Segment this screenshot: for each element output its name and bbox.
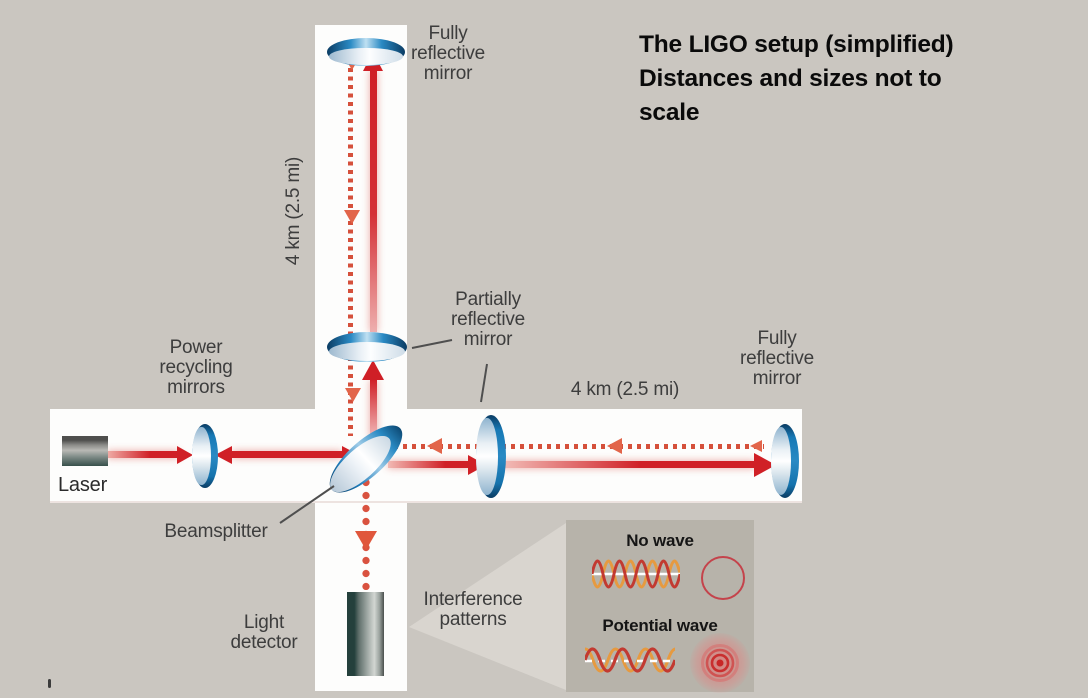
right-arrowhead-icon [177, 446, 193, 464]
mirror-face [328, 342, 406, 362]
label-line: mirrors [167, 377, 225, 398]
fully-reflective-mirror-top [327, 38, 405, 66]
label-line: Fully [757, 328, 797, 349]
recycling-double-beam [232, 451, 342, 458]
partially-reflective-mirror-horizontal-arm [476, 415, 506, 498]
label-line: reflective [410, 43, 486, 64]
label-line: Light [243, 612, 285, 633]
label-line: mirror [463, 329, 513, 350]
title-line: The LIGO setup (simplified) [639, 31, 954, 58]
stray-mark [48, 679, 51, 688]
title-line: scale [639, 99, 700, 126]
power-recycling-mirrors-label: Power recycling mirrors [136, 338, 256, 398]
mirror-face [192, 426, 211, 486]
title-line: Distances and sizes not to [639, 65, 942, 92]
right-arrowhead-icon [754, 453, 776, 477]
down-arrowhead-icon [344, 210, 360, 224]
no-wave-ring-icon [701, 556, 745, 600]
beam-to-partial-mirror [388, 461, 470, 468]
label-line: mirror [752, 368, 802, 389]
label-line: recycling [159, 357, 233, 378]
fully-reflective-mirror-right-label: Fully reflective mirror [727, 329, 827, 389]
mirror-face [328, 47, 404, 66]
label-line: Power [169, 337, 223, 358]
left-arrowhead-icon [607, 438, 622, 454]
laser-output-beam [107, 451, 179, 458]
label-line: Partially [455, 289, 521, 310]
label-line: detector [230, 632, 298, 653]
light-detector-label: Light detector [214, 613, 314, 653]
dotted-return-beam-vertical [348, 68, 353, 436]
vertical-arm-length-label: 4 km (2.5 mi) [283, 156, 304, 266]
laser-beam-up-lower-vertical [370, 380, 377, 438]
potential-wave-waveform-icon [585, 647, 675, 673]
potential-wave-label: Potential wave [602, 616, 718, 635]
laser-label: Laser [58, 474, 108, 496]
no-wave-label: No wave [626, 531, 694, 550]
dotted-return-beam-horizontal [394, 444, 764, 449]
fully-reflective-mirror-right [771, 424, 799, 498]
fully-reflective-mirror-top-label: Fully reflective mirror [398, 24, 498, 84]
mirror-face [771, 426, 792, 496]
laser-source [62, 436, 108, 466]
down-arrowhead-icon [345, 388, 361, 402]
interference-patterns-label: Interference patterns [413, 590, 533, 630]
left-arrowhead-icon [215, 446, 232, 464]
label-line: reflective [739, 348, 815, 369]
beamsplitter-label: Beamsplitter [164, 521, 268, 542]
partially-reflective-mirror-vertical-arm [327, 332, 407, 362]
label-line: reflective [450, 309, 526, 330]
light-detector-device [347, 592, 384, 676]
horizontal-arm-length-label: 4 km (2.5 mi) [570, 379, 680, 400]
interference-patterns-inset: No wave Potential wave [566, 520, 754, 693]
up-arrowhead-icon [362, 360, 384, 380]
label-line: patterns [439, 609, 507, 630]
label-line: mirror [423, 63, 473, 84]
mirror-face [476, 418, 498, 495]
label-line: Fully [428, 23, 468, 44]
left-arrowhead-icon [750, 440, 762, 452]
partially-reflective-mirror-label: Partially reflective mirror [428, 290, 548, 350]
down-arrowhead-icon [355, 531, 377, 550]
no-wave-waveform-icon [592, 559, 680, 589]
left-arrowhead-icon [427, 438, 442, 454]
power-recycling-mirror [192, 424, 218, 488]
diagram-title: The LIGO setup (simplified) Distances an… [639, 28, 1039, 130]
potential-wave-bullseye-icon [690, 633, 750, 693]
label-line: Interference [423, 589, 523, 610]
beam-to-right-mirror [500, 461, 756, 468]
laser-beam-up-vertical [370, 70, 377, 332]
